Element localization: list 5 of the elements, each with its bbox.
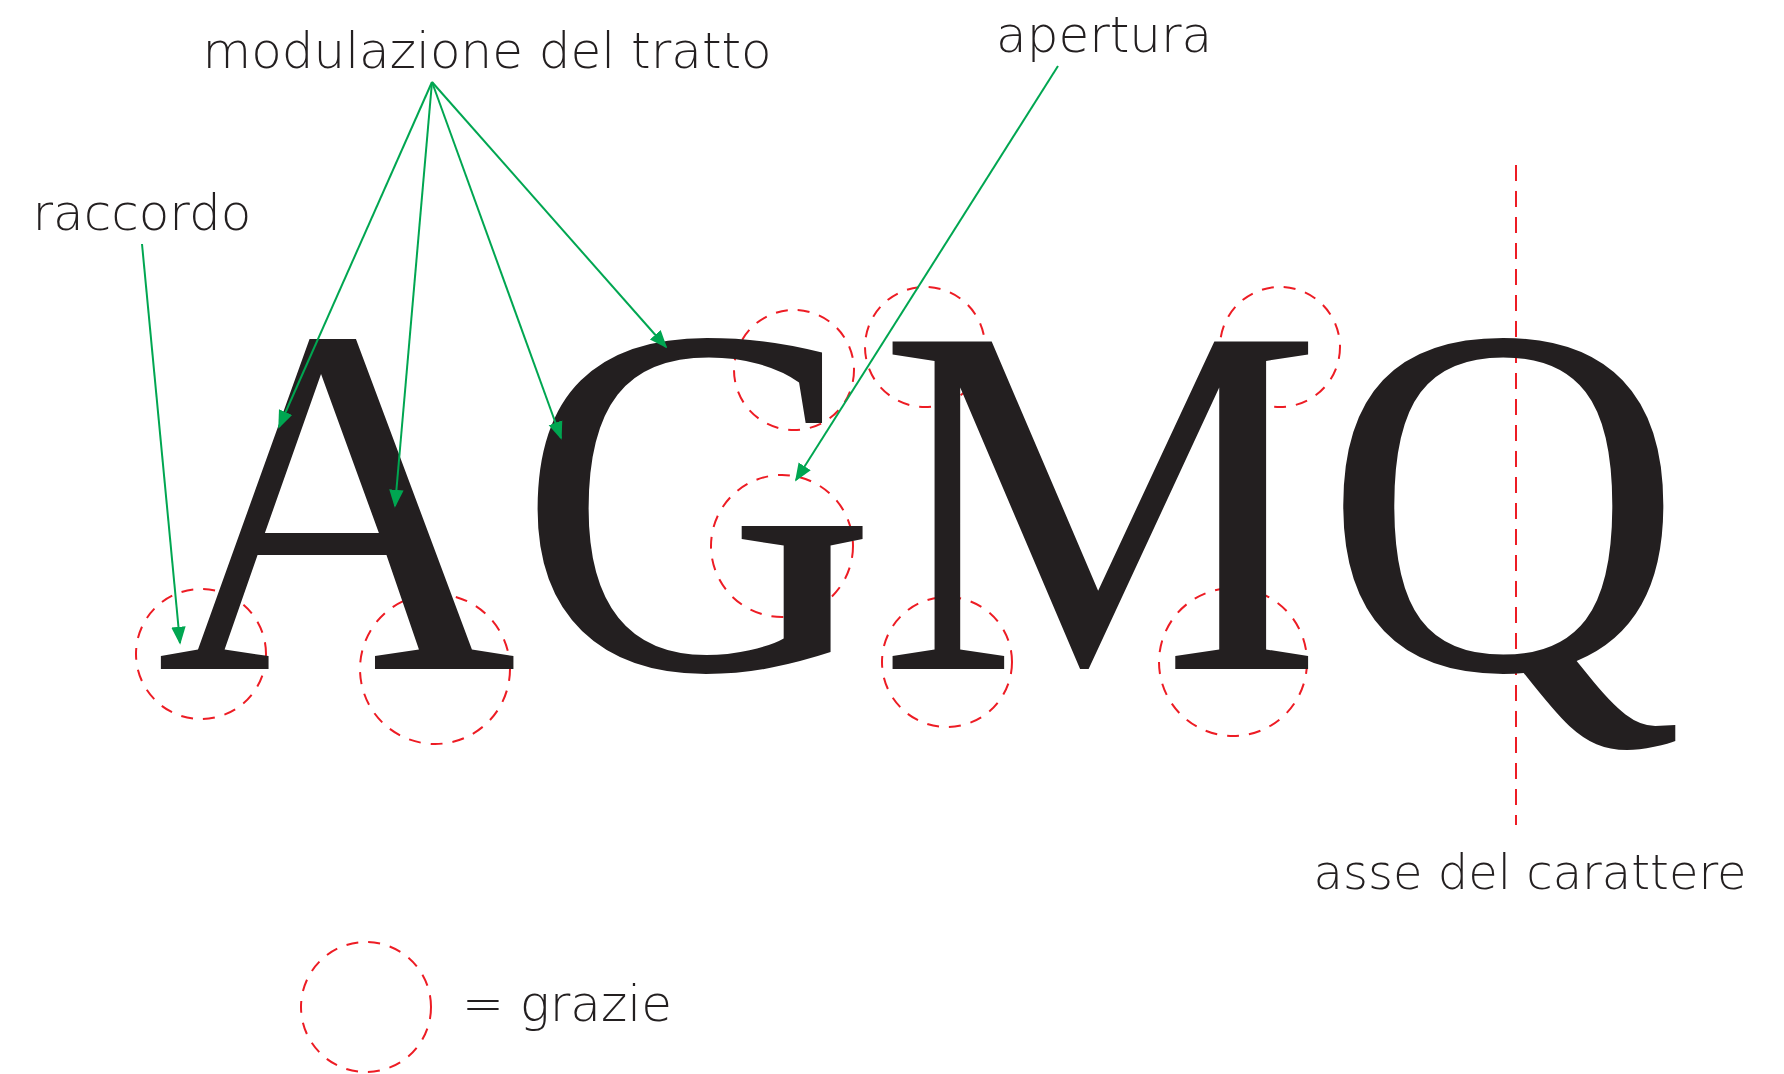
callout-label: raccordo [32,186,252,241]
axis-label: asse del carattere [1313,846,1747,899]
callout-label: apertura [996,8,1213,63]
legend-label: = grazie [462,977,672,1032]
callout-label: modulazione del tratto [202,24,772,79]
